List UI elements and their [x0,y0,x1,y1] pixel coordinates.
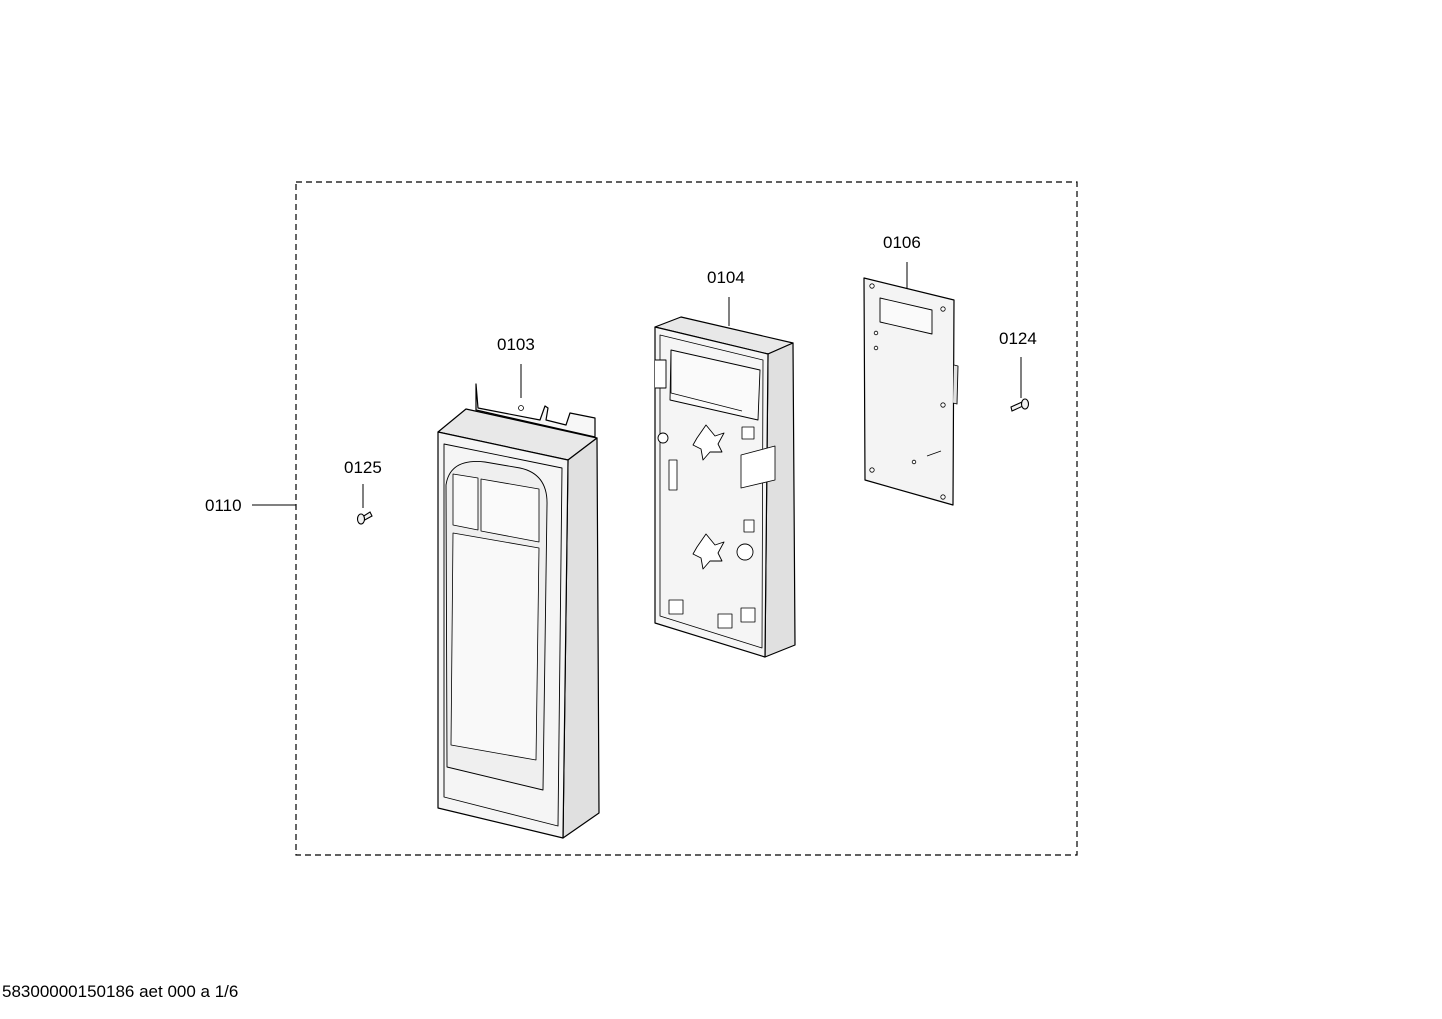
label-frame-0104: 0104 [707,268,745,287]
label-screw-0125: 0125 [344,458,382,477]
circuit-board-part [863,277,959,506]
front-panel-part [437,383,600,839]
label-circuit-board-0106: 0106 [883,233,921,252]
leader-lines [252,262,1022,508]
screw-left-part [356,511,373,525]
document-code: 58300000150186 aet 000 a 1/6 [2,982,239,1001]
screw-right-part [1010,398,1030,412]
assembly-boundary [295,181,1078,856]
label-screw-0124: 0124 [999,329,1037,348]
label-assembly-0110: 0110 [205,496,242,515]
label-front-panel-0103: 0103 [497,335,535,354]
frame-part [654,316,796,658]
